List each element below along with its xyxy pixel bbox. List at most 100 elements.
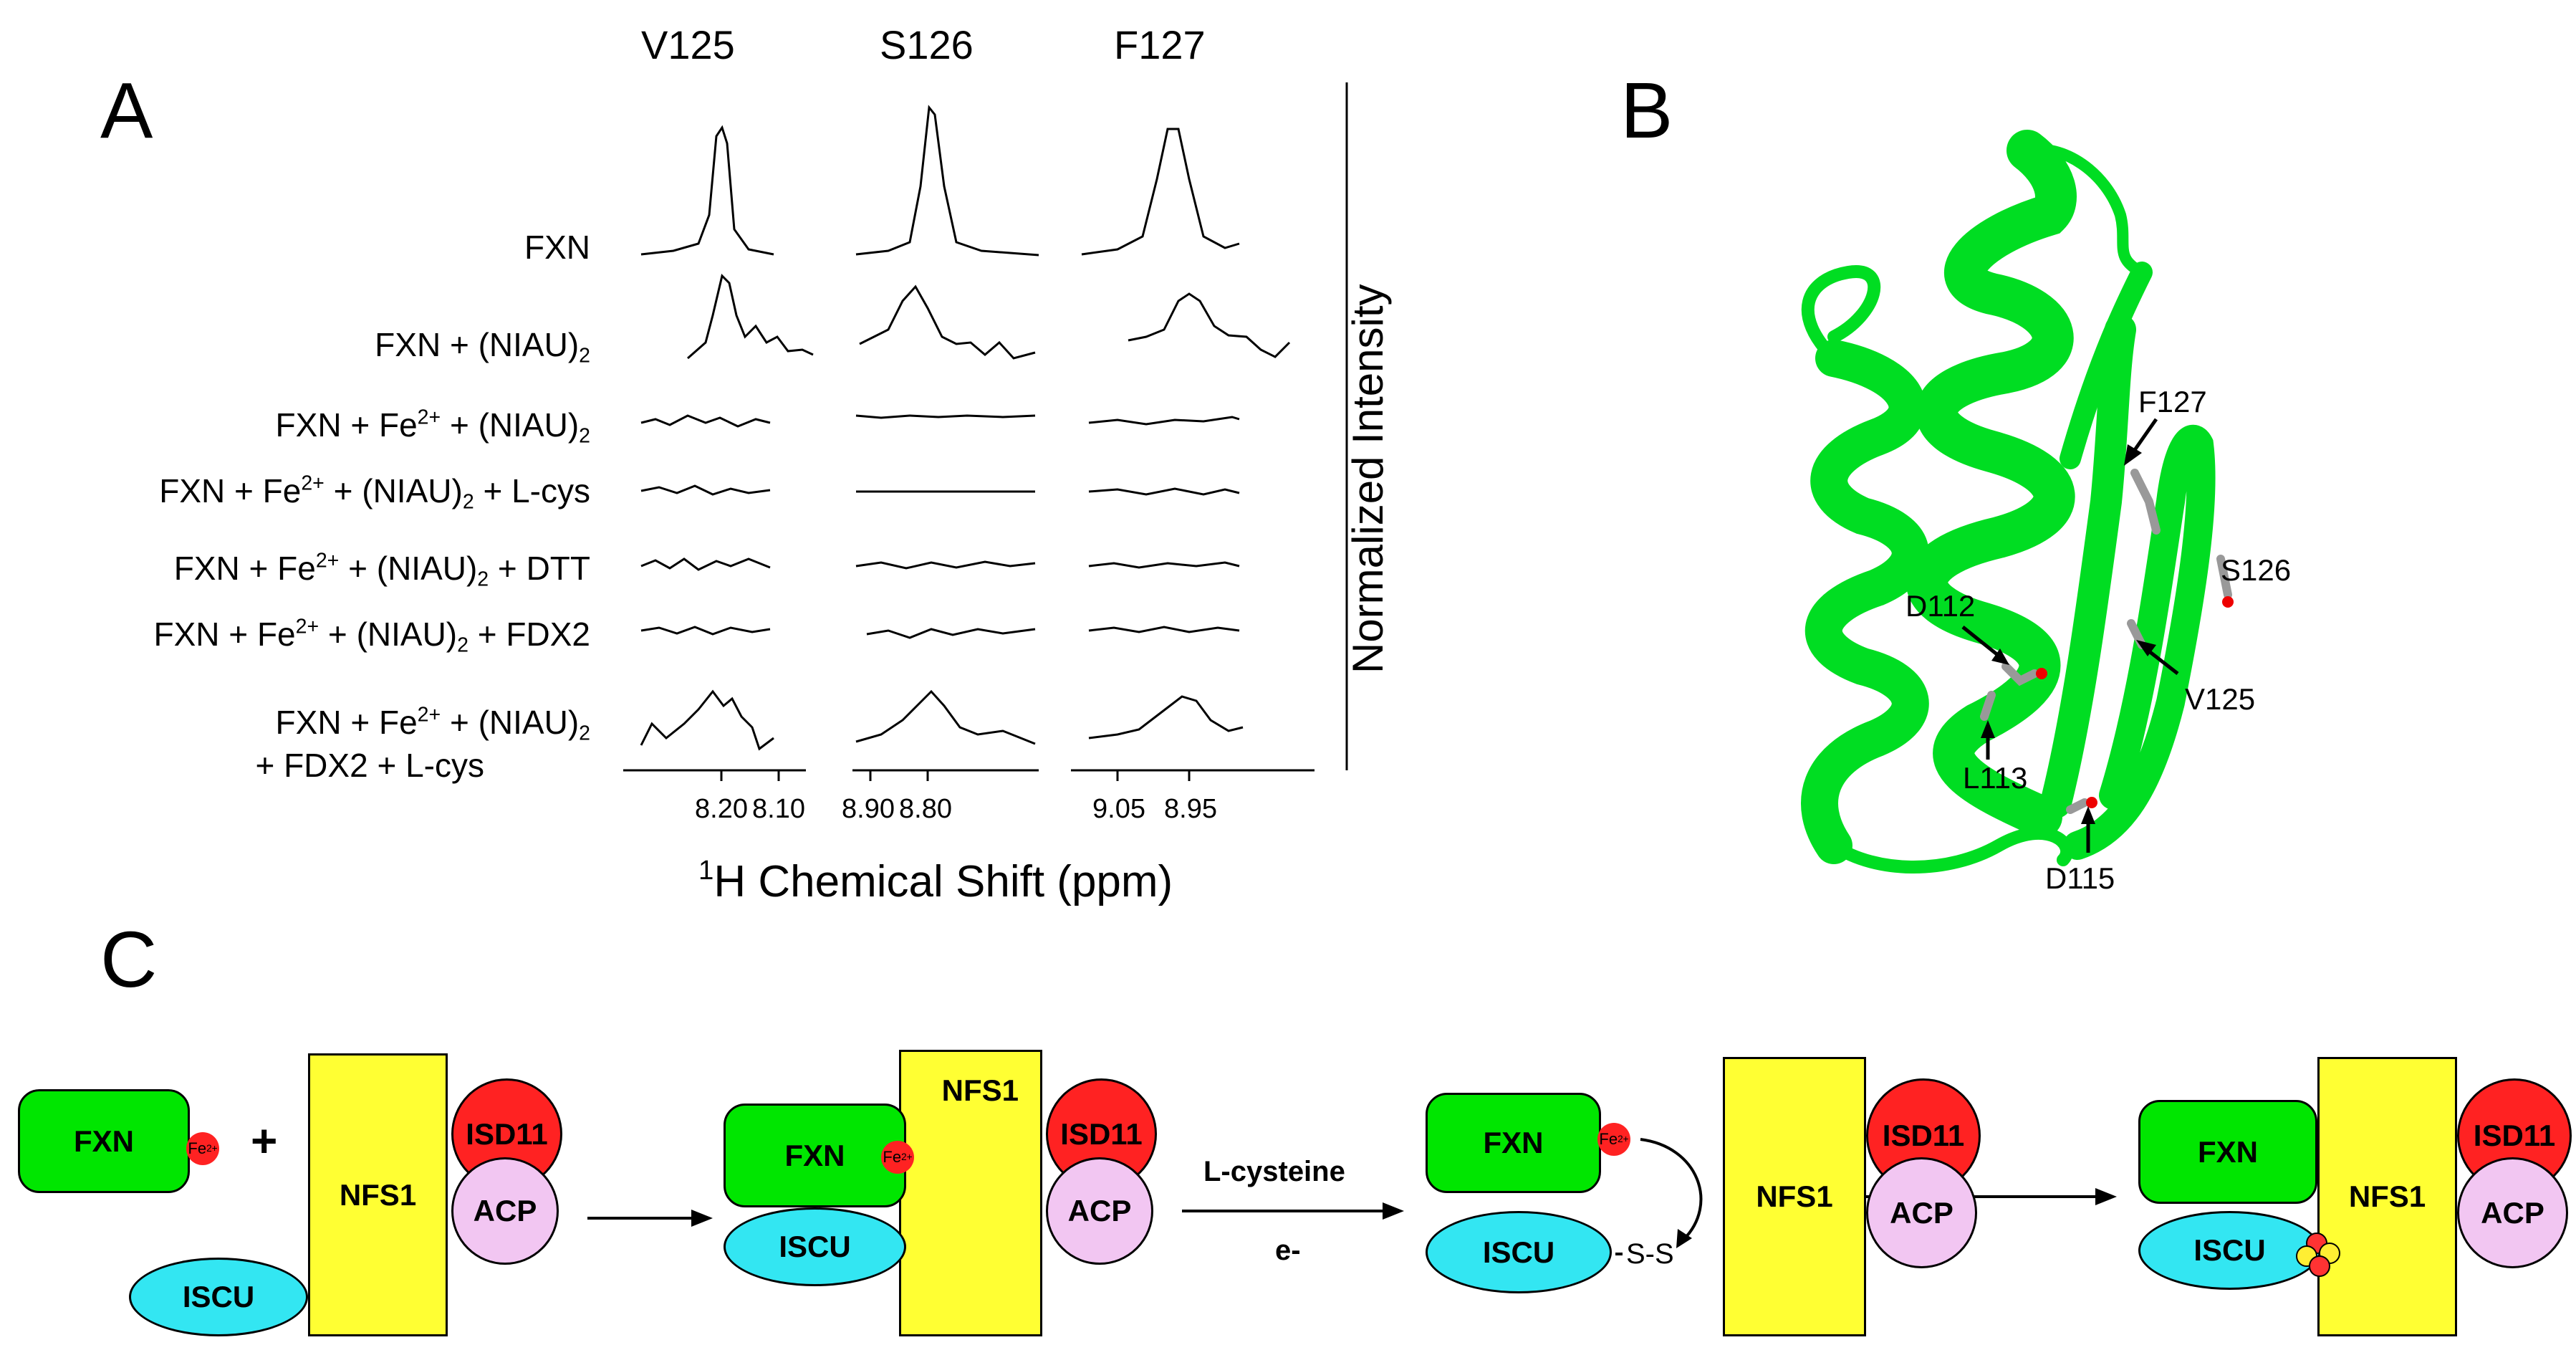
arrowhead-v125 — [2136, 640, 2156, 656]
sidechain-d112 — [2001, 662, 2039, 686]
spectrum-f127-niau — [1128, 292, 1291, 358]
iscu-ellipse-4: ISCU — [2138, 1211, 2321, 1290]
arrowhead-step-2 — [1383, 1202, 1404, 1220]
spectrum-s126-fdx2-lcys — [855, 689, 1036, 745]
spectrum-v125-dtt — [640, 557, 771, 571]
strand-2 — [2063, 425, 2216, 860]
tick-label-v125-1: 8.20 — [695, 794, 748, 824]
acp-circle-3: ACP — [1866, 1157, 1977, 1268]
fxn-box-2: FXN — [724, 1104, 906, 1207]
arrow-d112 — [1961, 626, 2000, 657]
spectrum-v125-niau — [687, 274, 814, 360]
arrow-v125 — [2144, 647, 2179, 675]
helix-left — [1801, 340, 1929, 864]
condition-label-5: FXN + Fe2+ + (NIAU)2 + DTT — [173, 549, 590, 591]
tick-label-s126-2: 8.80 — [899, 794, 952, 824]
tick-label-s126-1: 8.90 — [842, 794, 895, 824]
oxygen-s126 — [2222, 596, 2234, 608]
spectrum-f127-fe-niau — [1088, 416, 1240, 426]
spectrum-f127-fdx2 — [1088, 626, 1240, 633]
residue-label-v125: V125 — [2185, 682, 2256, 716]
acp-circle-1: ACP — [451, 1157, 559, 1265]
arrowhead-f127 — [2124, 444, 2142, 466]
loop-top — [1801, 265, 1881, 365]
arrowhead-curved — [1676, 1229, 1692, 1248]
condition-label-4: FXN + Fe2+ + (NIAU)2 + L-cys — [159, 472, 590, 514]
oxygen-d115 — [2086, 797, 2097, 808]
panel-a-letter: A — [100, 67, 153, 155]
sidechain-s126 — [2216, 555, 2232, 599]
panel-b-letter: B — [1620, 67, 1673, 155]
residue-header-v125: V125 — [641, 22, 735, 67]
strand-1 — [2040, 314, 2136, 818]
nfs1-box-3: NFS1 — [1723, 1057, 1866, 1336]
loop-bottom — [1827, 826, 2074, 873]
disulfide-label: S-S — [1626, 1238, 1674, 1270]
electron-label: e- — [1275, 1235, 1301, 1266]
spectrum-v125-fdx2-lcys — [640, 689, 774, 751]
condition-label-2: FXN + (NIAU)2 — [375, 326, 590, 368]
residue-label-f127: F127 — [2138, 385, 2207, 418]
spectrum-s126-fxn — [855, 105, 1039, 257]
spectrum-f127-fdx2-lcys — [1088, 695, 1244, 739]
tick-label-f127-2: 8.95 — [1164, 794, 1217, 824]
x-axis-label: 1H Chemical Shift (ppm) — [698, 855, 1173, 906]
loop-top-right — [2022, 143, 2148, 278]
strand-3 — [2060, 262, 2153, 469]
tick-label-v125-2: 8.10 — [752, 794, 805, 824]
condition-label-7: FXN + Fe2+ + (NIAU)2 — [275, 703, 590, 745]
tick-label-f127-1: 9.05 — [1092, 794, 1145, 824]
arrowhead-step-3 — [2095, 1188, 2117, 1205]
iscu-ellipse-1: ISCU — [129, 1258, 308, 1336]
sidechain-d115 — [2066, 798, 2089, 814]
sidechain-f127 — [2130, 469, 2161, 535]
cluster-atom-4 — [2309, 1255, 2330, 1277]
residue-header-f127: F127 — [1114, 22, 1206, 67]
acp-circle-4: ACP — [2457, 1157, 2568, 1268]
oxygen-atoms — [2036, 596, 2234, 808]
sidechain-l113 — [1980, 691, 1996, 721]
nfs1-box-1: NFS1 — [308, 1053, 448, 1336]
fxn-box-1: FXN — [18, 1089, 190, 1193]
condition-label-6: FXN + Fe2+ + (NIAU)2 + FDX2 — [153, 615, 590, 657]
l-cysteine-label: L-cysteine — [1203, 1156, 1345, 1187]
fxn-box-3: FXN — [1426, 1093, 1601, 1193]
nfs1-box-4: NFS1 — [2317, 1057, 2457, 1336]
residue-label-d115: D115 — [2045, 861, 2115, 895]
residue-label-l113: L113 — [1963, 761, 2028, 795]
condition-label-7-line2: + FDX2 + L-cys — [255, 747, 484, 784]
arrowhead-step-1 — [691, 1210, 713, 1227]
spectrum-f127-fxn — [1081, 128, 1240, 256]
residue-header-s126: S126 — [880, 22, 974, 67]
plus-sign: + — [251, 1115, 278, 1167]
iscu-ellipse-3: ISCU — [1426, 1211, 1612, 1293]
structure-arrowheads — [1981, 444, 2156, 824]
spectrum-f127-lcys — [1088, 487, 1240, 496]
spectrum-s126-fdx2 — [866, 628, 1036, 639]
arrowhead-d115 — [2081, 806, 2095, 824]
x-axes — [623, 82, 1348, 781]
spectrum-s126-niau — [859, 284, 1036, 360]
condition-label-1: FXN — [524, 229, 590, 266]
spectrum-f127-dtt — [1088, 561, 1240, 569]
iscu-ellipse-2: ISCU — [724, 1207, 906, 1286]
arrowhead-l113 — [1981, 720, 1995, 738]
spectrum-v125-fe-niau — [640, 414, 771, 428]
y-axis-label: Normalized Intensity — [1344, 284, 1392, 674]
fxn-box-4: FXN — [2138, 1100, 2317, 1204]
acp-circle-2: ACP — [1046, 1157, 1153, 1265]
protein-structure — [1801, 130, 2216, 873]
nfs1-box-2: NFS1 — [899, 1050, 1042, 1336]
helix-main — [1906, 130, 2077, 838]
spectrum-v125-fxn — [640, 125, 774, 256]
panel-c-letter: C — [100, 916, 158, 1004]
arrowhead-d112 — [1991, 648, 2009, 665]
spectrum-v125-fdx2 — [640, 626, 771, 636]
spectrum-v125-lcys — [640, 484, 771, 496]
residue-label-s126: S126 — [2221, 553, 2292, 587]
residue-label-d112: D112 — [1905, 589, 1976, 623]
spectrum-s126-dtt — [855, 560, 1036, 570]
